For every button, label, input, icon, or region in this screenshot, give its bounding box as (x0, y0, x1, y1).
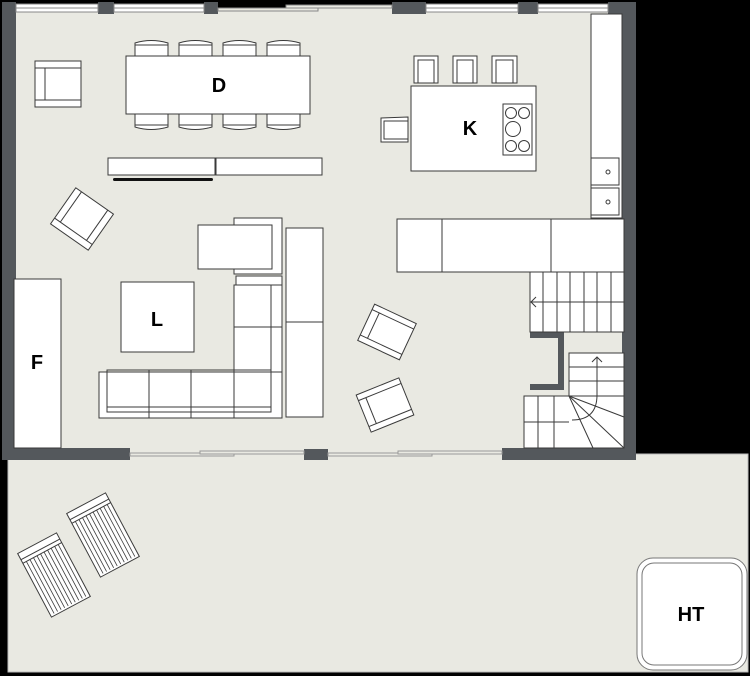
walls (2, 2, 636, 460)
north-sliding-door (217, 4, 393, 12)
kitchen-island (410, 85, 537, 172)
dining-chairs (134, 40, 301, 130)
sideboard-right (215, 157, 323, 176)
counter-south-2 (441, 218, 553, 273)
north-windows (15, 3, 609, 13)
armchair-nw (34, 60, 82, 108)
coffee-table (120, 281, 195, 353)
label-kitchen: K (462, 118, 478, 140)
lounge-chair-1 (65, 492, 141, 578)
label-fireplace: F (30, 352, 44, 374)
fireplace-unit (13, 278, 62, 449)
l-shaped-sofa (98, 284, 283, 419)
tv-bar (113, 178, 213, 181)
armchair-center-2 (355, 377, 415, 433)
label-living: L (150, 309, 164, 331)
counter-south-3 (550, 218, 625, 273)
console-bottom (285, 321, 324, 418)
sink-east (590, 157, 620, 216)
staircase-lower (523, 352, 625, 449)
kitchen-stools (380, 55, 518, 143)
counter-south-1 (396, 218, 443, 273)
label-hot-tub: HT (677, 604, 705, 626)
sofa-chaise (197, 217, 283, 286)
armchair-center-1 (357, 303, 417, 361)
south-sliding-doors (129, 450, 503, 457)
cooktop (502, 103, 533, 156)
label-dining: D (211, 75, 227, 97)
dining-table (125, 55, 311, 115)
console-top (285, 227, 324, 324)
furniture (13, 13, 748, 671)
counter-east (590, 13, 623, 219)
terrace-floor (7, 453, 749, 673)
lounge-chair-2 (16, 532, 92, 618)
armchair-west (49, 187, 115, 251)
sideboard-left (107, 157, 216, 176)
staircase-upper (529, 271, 625, 333)
hot-tub (636, 557, 748, 671)
